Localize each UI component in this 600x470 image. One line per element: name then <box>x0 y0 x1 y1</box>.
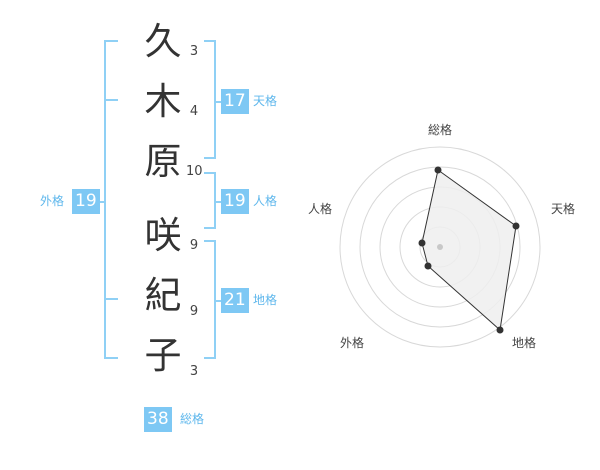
chikaku-connector <box>214 300 222 302</box>
stroke-count-2: 4 <box>189 104 199 119</box>
gaikaku-bracket-tick-top <box>104 40 118 42</box>
radar-point-tenkaku <box>512 222 520 230</box>
gaikaku-connector <box>98 201 106 203</box>
radar-point-gaikaku <box>424 262 432 270</box>
name-char-2: 木 <box>144 80 182 123</box>
gaikaku-bracket <box>104 40 106 359</box>
name-char-6: 子 <box>144 334 182 377</box>
soukaku-score: 38 <box>144 407 172 432</box>
gaikaku-bracket-tick-bottom <box>104 357 118 359</box>
gaikaku-label: 外格 <box>40 194 65 208</box>
stroke-count-1: 3 <box>189 44 199 59</box>
chikaku-bracket <box>214 240 216 359</box>
stroke-count-3: 10 <box>186 164 203 179</box>
radar-label-left: 人格 <box>308 201 332 216</box>
radar-ring-5 <box>339 146 541 348</box>
radar-label-right: 天格 <box>551 201 575 216</box>
stroke-count-6: 3 <box>189 364 199 379</box>
radar-ring-4 <box>359 166 521 328</box>
chikaku-bracket-tick-bottom <box>204 357 216 359</box>
jinkaku-connector <box>214 201 222 203</box>
jinkaku-score: 19 <box>221 189 249 214</box>
radar-point-jinkaku <box>418 239 426 247</box>
name-char-1: 久 <box>144 20 182 63</box>
name-char-3: 原 <box>144 140 182 183</box>
soukaku-label: 総格 <box>180 412 205 426</box>
jinkaku-bracket-tick-top <box>204 172 216 174</box>
gaikaku-bracket-tick-mid2 <box>104 298 118 300</box>
tenkaku-bracket-tick-top <box>204 40 216 42</box>
chikaku-score: 21 <box>221 288 249 313</box>
radar-point-soukaku <box>434 166 442 174</box>
radar-label-top: 総格 <box>428 122 452 137</box>
radar-label-bottom-left: 外格 <box>340 335 364 350</box>
radar-point-chikaku <box>496 326 504 334</box>
name-char-5: 紀 <box>144 274 182 317</box>
gaikaku-score: 19 <box>72 189 100 214</box>
chikaku-bracket-tick-top <box>204 240 216 242</box>
radar-label-bottom-right: 地格 <box>512 335 536 350</box>
tenkaku-bracket <box>214 40 216 159</box>
radar-center-dot <box>437 244 443 250</box>
name-char-4: 咲 <box>144 214 182 257</box>
gaikaku-bracket-tick-mid1 <box>104 99 118 101</box>
tenkaku-bracket-tick-bottom <box>204 157 216 159</box>
tenkaku-label: 天格 <box>253 94 278 108</box>
jinkaku-bracket-tick-bottom <box>204 227 216 229</box>
jinkaku-bracket <box>214 172 216 229</box>
tenkaku-score: 17 <box>221 89 249 114</box>
stroke-count-5: 9 <box>189 304 199 319</box>
radar-polygon <box>421 169 517 331</box>
chikaku-label: 地格 <box>253 293 278 307</box>
stroke-count-4: 9 <box>189 238 199 253</box>
jinkaku-label: 人格 <box>253 194 278 208</box>
tenkaku-connector <box>214 101 222 103</box>
